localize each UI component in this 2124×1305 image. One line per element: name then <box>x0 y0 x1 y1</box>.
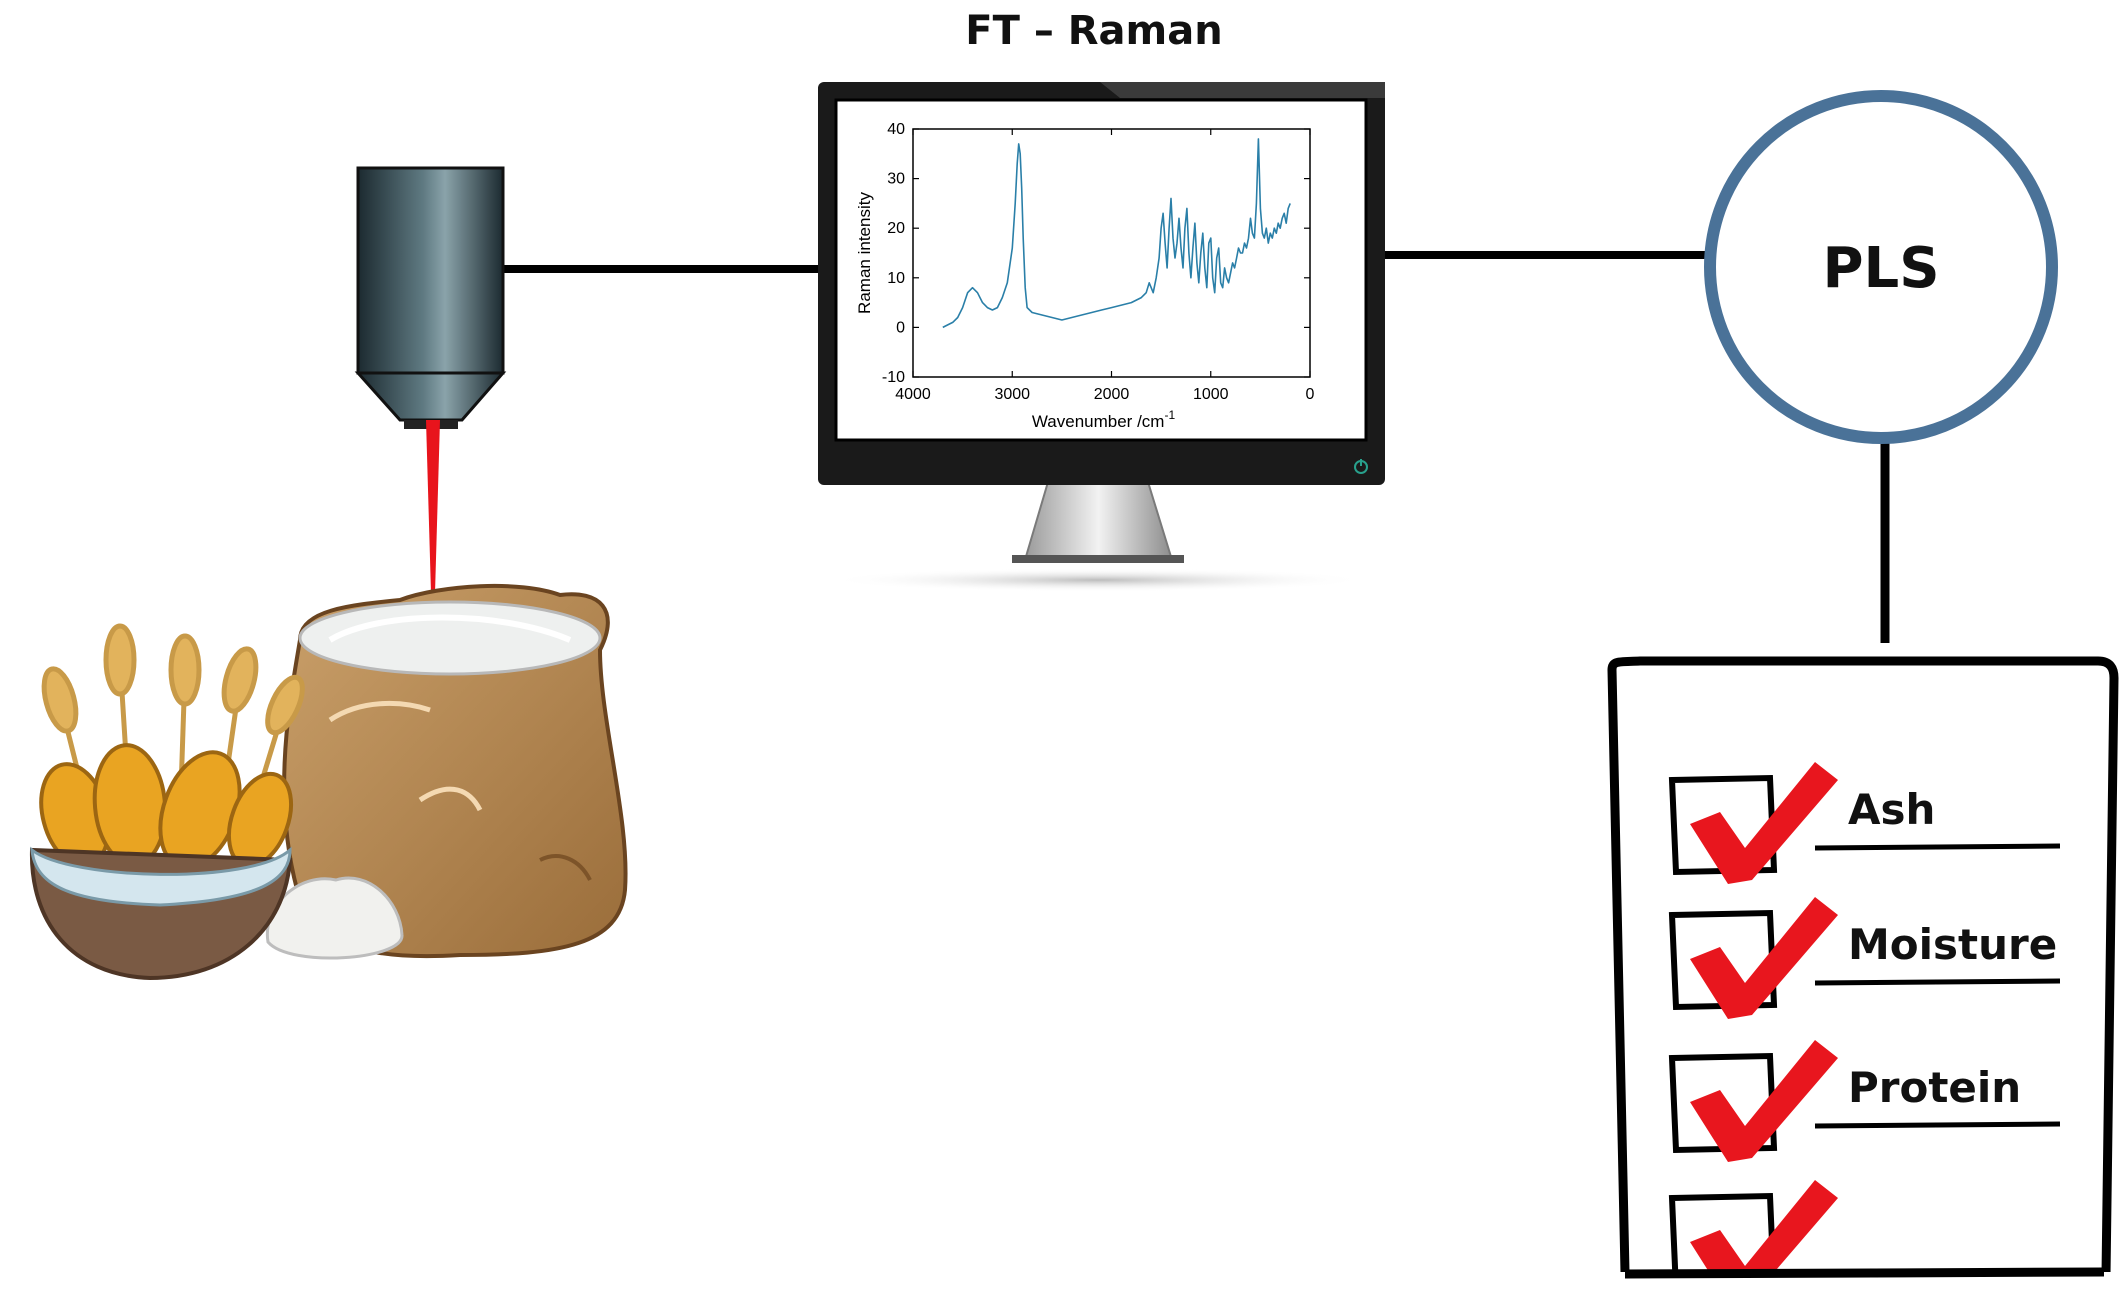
power-icon[interactable] <box>1354 459 1368 474</box>
checkmark-icon <box>1690 762 1838 884</box>
checklist-item-label: Ash <box>1848 785 1935 834</box>
checkbox[interactable] <box>1668 897 1838 1019</box>
checklist-item-label: Protein <box>1848 1063 2021 1112</box>
checkbox[interactable] <box>1668 1040 1838 1162</box>
pls-model-node: PLS <box>1704 90 2058 444</box>
diagram-title: FT – Raman <box>965 8 1222 54</box>
checklist-underline <box>1814 1121 2061 1129</box>
monitor <box>818 82 1385 592</box>
checkmark-icon <box>1690 1040 1838 1162</box>
checklist-item: Ash <box>1668 762 2061 884</box>
checklist-item-label: Moisture <box>1848 920 2057 969</box>
checklist-bottom-edge <box>1624 1267 2105 1279</box>
checkmark-icon <box>1690 897 1838 1019</box>
x-tick-label: 2000 <box>1094 386 1130 403</box>
checklist-underline <box>1814 978 2061 986</box>
spectrum-line <box>942 138 1291 329</box>
checklist-item: Protein <box>1668 1040 2061 1162</box>
flour-and-wheat-icon <box>29 583 628 981</box>
y-tick-label: 20 <box>887 220 905 237</box>
x-axis-label: Wavenumber /cm-1 <box>1032 408 1176 431</box>
pls-label: PLS <box>1822 236 1939 301</box>
laser-beam-icon <box>426 420 440 628</box>
x-tick-label: 1000 <box>1193 386 1229 403</box>
x-tick-label: 4000 <box>895 386 931 403</box>
x-tick-label: 3000 <box>994 386 1030 403</box>
checklist-item: Moisture <box>1668 897 2061 1019</box>
y-tick-label: 10 <box>887 270 905 287</box>
y-tick-label: 0 <box>896 319 905 336</box>
checklist-underline <box>1814 843 2061 851</box>
y-tick-label: 30 <box>887 171 905 188</box>
raman-spectrum-chart: 4000 3000 2000 1000 0 40 30 20 10 0 -10Wavenumber … <box>855 121 1315 431</box>
y-axis-label: Raman intensity <box>855 192 874 314</box>
x-tick-label: 0 <box>1306 386 1315 403</box>
checkbox[interactable] <box>1668 762 1838 884</box>
y-tick-label: 40 <box>887 121 905 138</box>
y-tick-label: -10 <box>882 369 905 386</box>
raman-probe-icon <box>354 166 507 429</box>
